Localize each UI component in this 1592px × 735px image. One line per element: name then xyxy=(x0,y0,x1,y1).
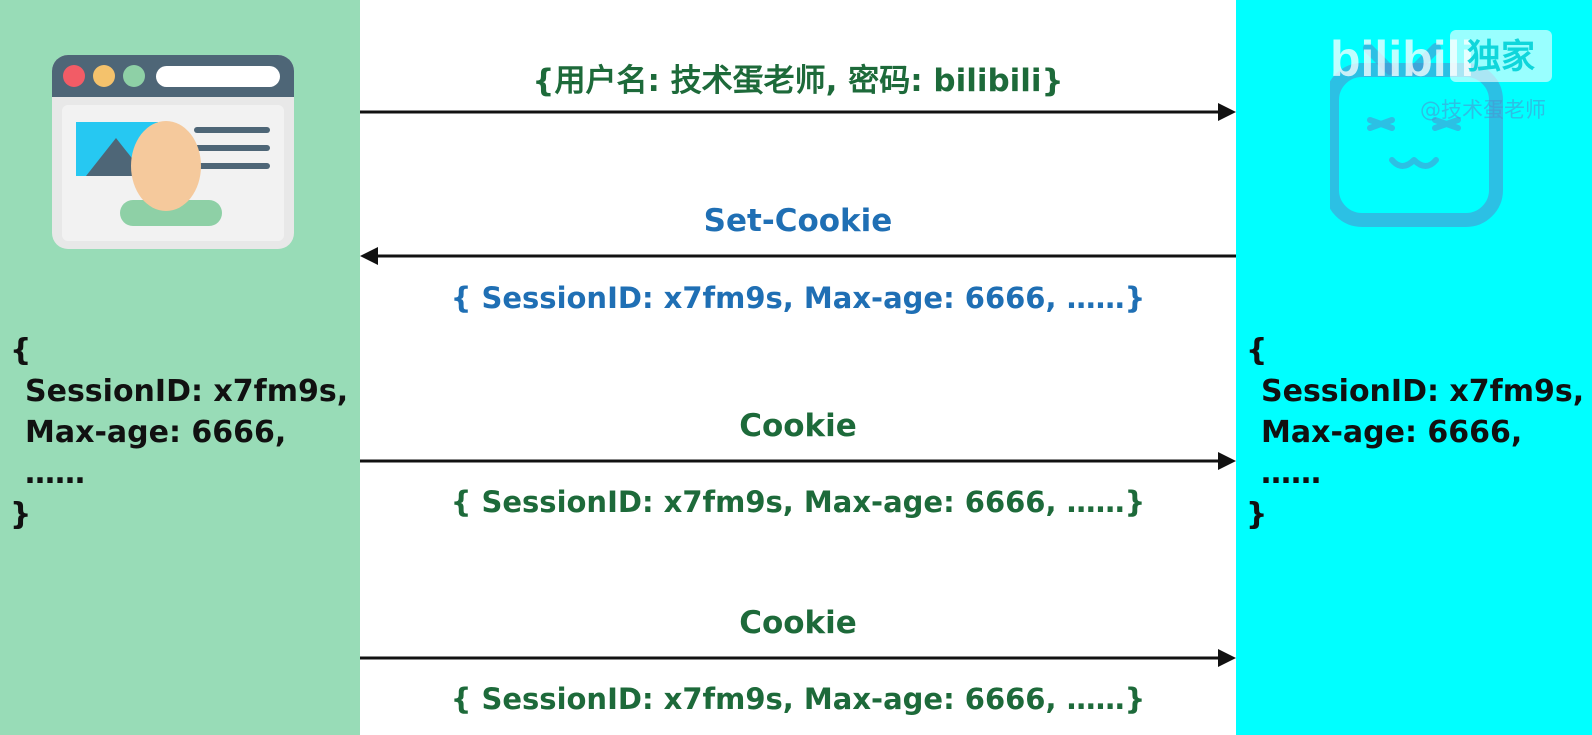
session-close-brace: } xyxy=(10,497,32,532)
login-request-arrow xyxy=(360,103,1236,121)
session-open-brace: { xyxy=(10,333,32,368)
session-open-brace: { xyxy=(1246,333,1268,368)
max-age-line: Max-age: 6666, xyxy=(25,415,287,450)
set-cookie-response-arrow xyxy=(360,247,1236,265)
client-session-store: { SessionID: x7fm9s, Max-age: 6666, …… } xyxy=(10,330,348,535)
max-age-line: Max-age: 6666, xyxy=(1261,415,1523,450)
server-session-store: { SessionID: x7fm9s, Max-age: 6666, …… } xyxy=(1246,330,1584,535)
set-cookie-label: Set-Cookie xyxy=(703,203,893,239)
server-panel: { SessionID: x7fm9s, Max-age: 6666, …… } xyxy=(1236,0,1592,735)
bilibili-watermark: bilibili 独家 @技术蛋老师 xyxy=(1330,20,1592,235)
cookie-label: Cookie xyxy=(739,605,857,641)
browser-window-with-egg-icon xyxy=(52,55,294,249)
bilibili-tv-logo-icon: bilibili 独家 xyxy=(1330,30,1552,227)
session-id-line: SessionID: x7fm9s, xyxy=(25,374,349,409)
cookie-request-arrow xyxy=(360,452,1236,470)
watermark-badge-text: 独家 xyxy=(1467,37,1535,77)
session-close-brace: } xyxy=(1246,497,1268,532)
watermark-author: @技术蛋老师 xyxy=(1420,98,1546,122)
login-credentials-label: {用户名: 技术蛋老师, 密码: bilibili} xyxy=(532,63,1064,99)
cookie-request-arrow xyxy=(360,649,1236,667)
ellipsis-line: …… xyxy=(1261,456,1321,491)
ellipsis-line: …… xyxy=(25,456,85,491)
set-cookie-payload: { SessionID: x7fm9s, Max-age: 6666, ……} xyxy=(450,281,1146,315)
cookie-payload: { SessionID: x7fm9s, Max-age: 6666, ……} xyxy=(450,682,1146,716)
cookie-payload: { SessionID: x7fm9s, Max-age: 6666, ……} xyxy=(450,485,1146,519)
client-panel: { SessionID: x7fm9s, Max-age: 6666, …… } xyxy=(0,0,360,735)
session-id-line: SessionID: x7fm9s, xyxy=(1261,374,1585,409)
cookie-label: Cookie xyxy=(739,408,857,444)
